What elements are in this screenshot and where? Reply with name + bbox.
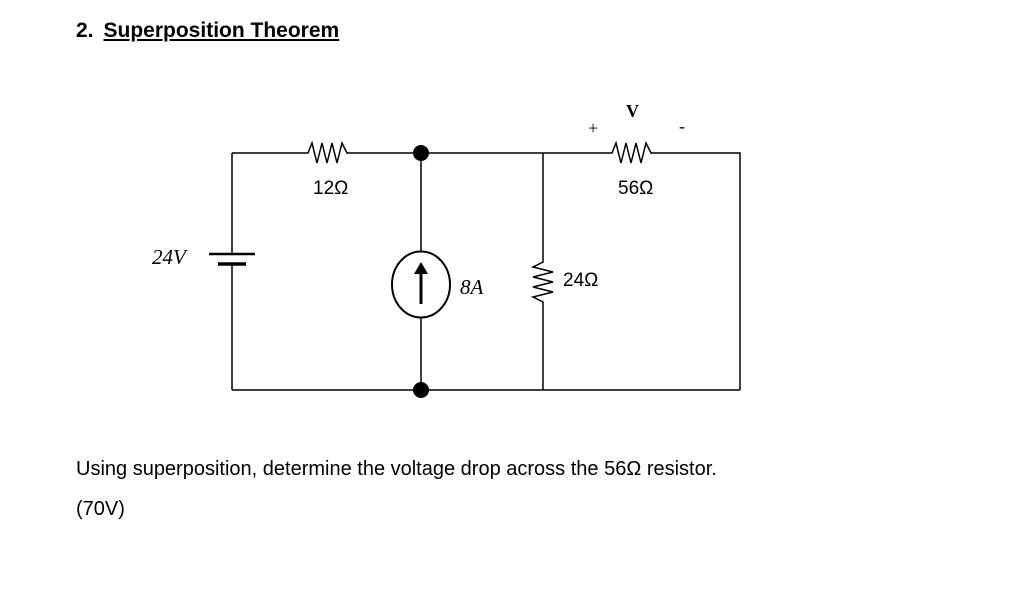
resistor-12-symbol <box>304 140 362 164</box>
battery-label: 24V <box>152 245 188 269</box>
resistor-12-label: 12Ω <box>313 178 348 199</box>
section-heading: 2. Superposition Theorem <box>76 19 339 43</box>
answer-text: (70V) <box>76 498 125 520</box>
section-title: Superposition Theorem <box>103 19 340 42</box>
plus-sign: + <box>588 118 598 138</box>
minus-sign: - <box>679 116 685 136</box>
resistor-24-symbol <box>530 258 554 306</box>
wire-top-right <box>668 152 741 390</box>
current-source-label: 8A <box>460 275 484 299</box>
resistor-24-label: 24Ω <box>563 270 598 291</box>
resistor-56-symbol <box>608 140 668 164</box>
voltmeter-label: V <box>626 101 639 121</box>
current-arrow-head <box>414 262 428 274</box>
junction-node-top <box>413 145 429 161</box>
section-number: 2. <box>76 19 94 42</box>
junction-node-bottom <box>413 382 429 398</box>
question-text: Using superposition, determine the volta… <box>76 458 717 480</box>
resistor-56-label: 56Ω <box>618 178 653 199</box>
